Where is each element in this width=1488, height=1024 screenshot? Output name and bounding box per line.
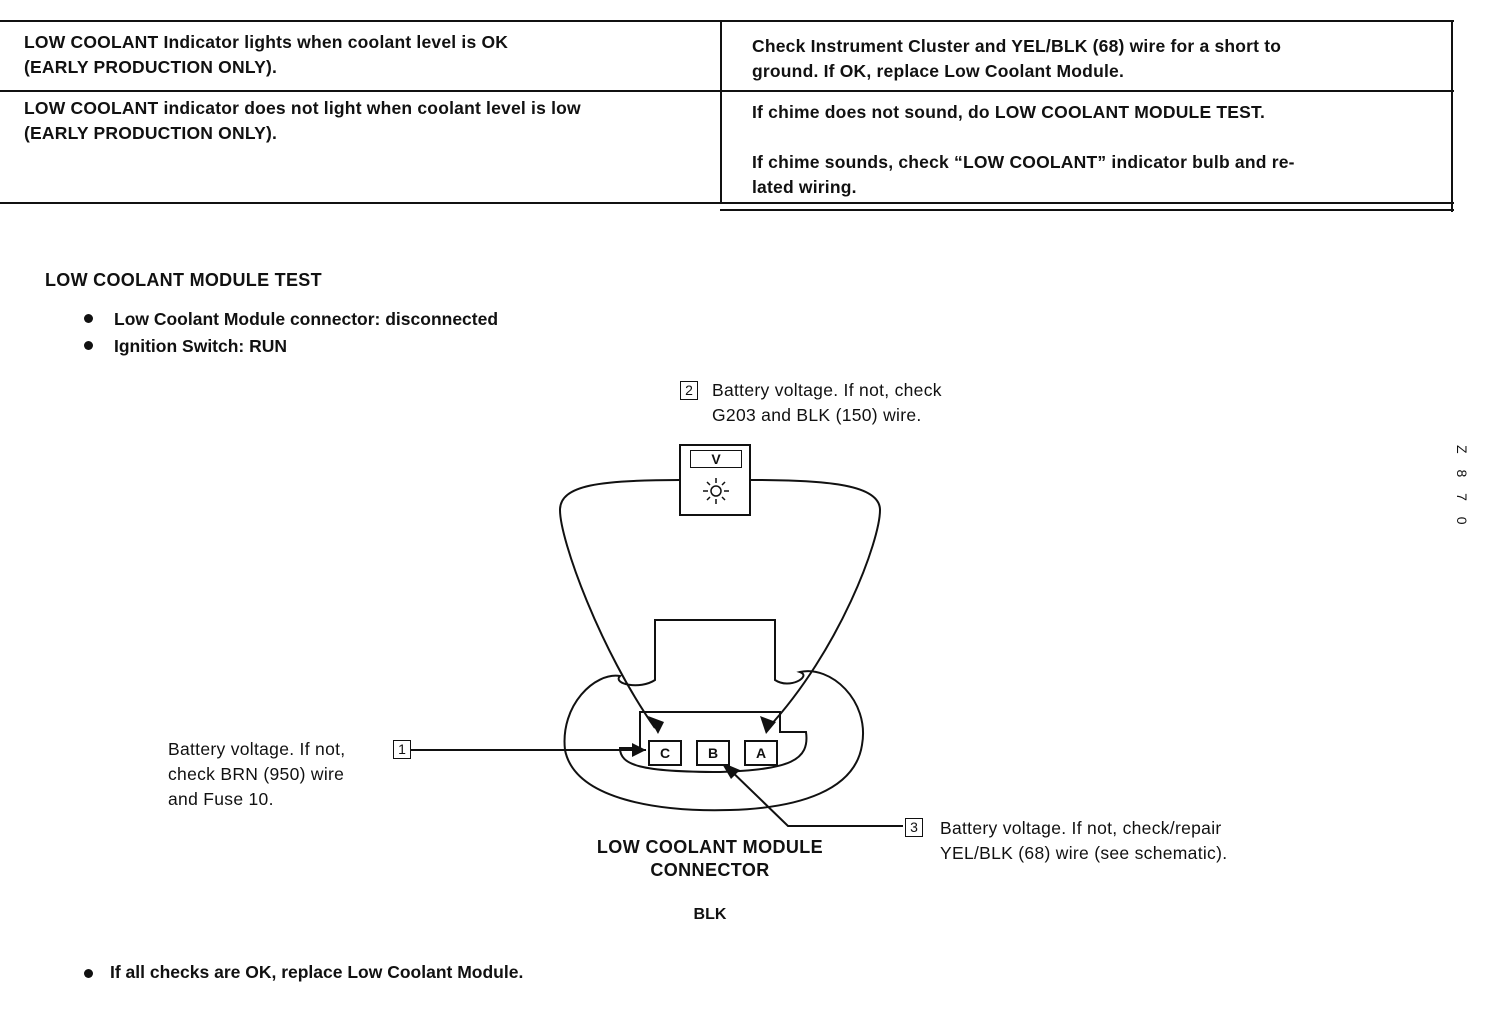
arrow-pin-b	[721, 762, 740, 779]
pin-a: A	[744, 740, 778, 766]
table-column-divider	[720, 20, 722, 204]
figure-code: Z 8 7 0	[1454, 445, 1470, 531]
test-title: LOW COOLANT MODULE TEST	[45, 270, 322, 290]
action-cell-2a: If chime does not sound, do LOW COOLANT …	[752, 102, 1266, 122]
arrow-pin-a-lead	[760, 716, 776, 734]
arrow-pin-c-lead	[648, 716, 664, 734]
troubleshooting-table: LOW COOLANT Indicator lights when coolan…	[0, 20, 1454, 212]
voltmeter-label: V	[690, 450, 742, 468]
table-border-bottom-right	[720, 209, 1454, 211]
left-test-lead	[558, 479, 681, 729]
callout-text-2: Battery voltage. If not, check G203 and …	[712, 380, 942, 425]
symptom-cell-1: LOW COOLANT Indicator lights when coolan…	[24, 32, 509, 77]
table-row-divider	[0, 90, 1454, 92]
action-cell-2b: If chime sounds, check “LOW COOLANT” ind…	[752, 152, 1295, 197]
pin-c: C	[648, 740, 682, 766]
condition-item: Low Coolant Module connector: disconnect…	[82, 306, 498, 333]
callout-number-2: 2	[680, 381, 698, 400]
test-conditions: Low Coolant Module connector: disconnect…	[82, 306, 498, 360]
table-border-bottom	[0, 202, 1454, 204]
callout-number-3: 3	[905, 818, 923, 837]
action-cell-1: Check Instrument Cluster and YEL/BLK (68…	[752, 36, 1282, 81]
table-border-right	[1451, 20, 1453, 212]
table-border-top	[0, 20, 1454, 22]
final-note: If all checks are OK, replace Low Coolan…	[82, 962, 523, 983]
condition-item: Ignition Switch: RUN	[82, 333, 498, 360]
connector-color: BLK	[693, 906, 727, 923]
callout-text-1: Battery voltage. If not, check BRN (950)…	[168, 739, 346, 809]
connector-outline	[563, 619, 865, 812]
right-test-lead	[749, 479, 882, 729]
callout-text-3: Battery voltage. If not, check/repair YE…	[940, 818, 1228, 863]
pin-b: B	[696, 740, 730, 766]
callout-3-leader	[723, 763, 903, 827]
callout-number-1: 1	[393, 740, 411, 759]
symptom-cell-2: LOW COOLANT indicator does not light whe…	[24, 98, 581, 143]
arrow-pin-c	[632, 743, 646, 757]
lamp-icon	[703, 478, 729, 504]
connector-caption: LOW COOLANT MODULE CONNECTOR	[596, 837, 824, 880]
connector-face	[618, 711, 808, 774]
